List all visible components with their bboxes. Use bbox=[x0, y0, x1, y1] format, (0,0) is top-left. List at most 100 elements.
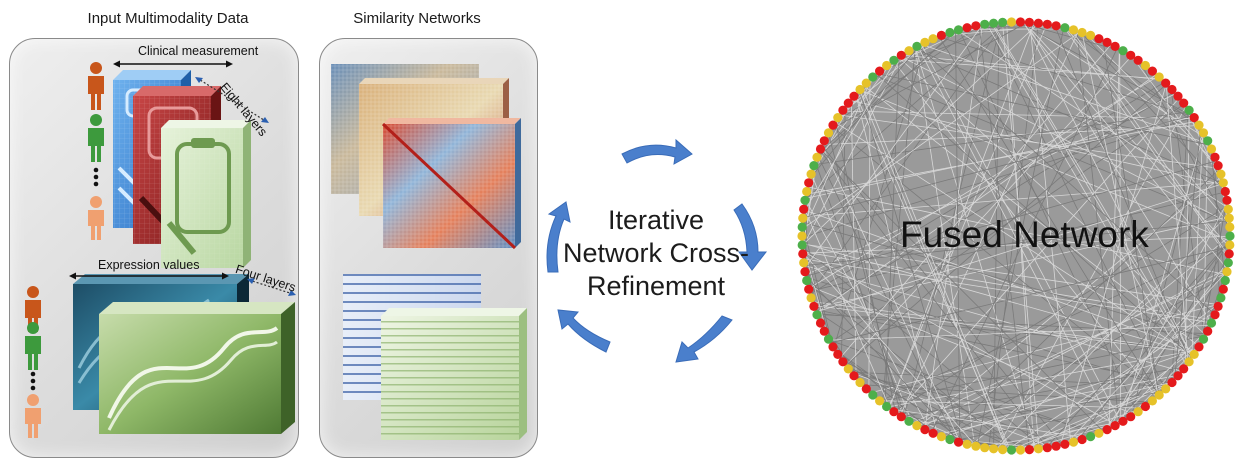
network-edge bbox=[917, 45, 1216, 315]
network-node bbox=[1094, 34, 1104, 44]
network-edge bbox=[1022, 384, 1171, 451]
network-node bbox=[1006, 17, 1017, 27]
network-edge bbox=[1109, 201, 1228, 429]
network-node bbox=[1033, 444, 1043, 454]
network-node bbox=[843, 364, 853, 374]
network-edge bbox=[978, 25, 1030, 450]
network-edge bbox=[801, 22, 1039, 246]
network-node bbox=[828, 120, 838, 130]
network-edge bbox=[804, 220, 1230, 266]
network-node bbox=[904, 46, 914, 56]
network-node bbox=[1060, 23, 1070, 33]
network-node bbox=[1222, 267, 1232, 277]
network-edge bbox=[839, 44, 1112, 359]
network-edge bbox=[986, 23, 1187, 366]
four-layers-arrow bbox=[247, 278, 296, 296]
network-node bbox=[868, 390, 878, 400]
expression-values-arrow bbox=[69, 272, 229, 280]
network-edge bbox=[914, 47, 976, 447]
network-node bbox=[838, 357, 848, 367]
network-edge bbox=[918, 391, 1163, 427]
network-node bbox=[1225, 222, 1235, 232]
network-node bbox=[1068, 25, 1079, 35]
network-edge bbox=[938, 36, 1160, 396]
network-node bbox=[815, 144, 826, 154]
network-edge bbox=[863, 85, 1200, 347]
network-edge bbox=[993, 22, 1000, 449]
network-node bbox=[797, 222, 807, 232]
network-node bbox=[799, 258, 809, 268]
iterative-refinement-label: Iterative Network Cross- Refinement bbox=[540, 204, 772, 303]
network-node bbox=[823, 334, 834, 344]
network-edge bbox=[879, 245, 1230, 402]
cycle-arrow-bottom-left bbox=[557, 309, 611, 353]
network-edge bbox=[818, 29, 958, 153]
network-node bbox=[912, 41, 922, 52]
cycle-arrow-left bbox=[546, 201, 571, 273]
network-node bbox=[1102, 425, 1112, 435]
network-node bbox=[980, 19, 990, 29]
network-edge bbox=[958, 29, 1138, 413]
expression-values-label: Expression values bbox=[98, 258, 200, 272]
network-node bbox=[889, 55, 899, 65]
network-edge bbox=[839, 114, 1220, 169]
network-node bbox=[1060, 439, 1070, 449]
network-edge bbox=[838, 38, 934, 117]
network-edge bbox=[920, 43, 1210, 145]
network-edge bbox=[876, 73, 1193, 358]
iterative-line-1: Iterative bbox=[607, 205, 705, 235]
network-node bbox=[861, 384, 871, 394]
network-node bbox=[800, 267, 810, 277]
network-edge bbox=[996, 106, 1187, 450]
network-node bbox=[1077, 434, 1087, 445]
network-node bbox=[1161, 78, 1171, 88]
network-node bbox=[833, 113, 843, 123]
network-node bbox=[1094, 428, 1104, 438]
network-edge bbox=[861, 87, 1011, 451]
network-edge bbox=[1016, 407, 1144, 451]
network-edge bbox=[895, 412, 1041, 449]
network-node bbox=[1216, 169, 1226, 179]
network-edge bbox=[976, 27, 1065, 447]
network-edge bbox=[893, 205, 1229, 412]
similarity-matrix-layer-green bbox=[381, 308, 527, 440]
network-edge bbox=[817, 155, 957, 442]
network-node bbox=[945, 27, 955, 38]
network-edge bbox=[809, 22, 1006, 295]
person-icon-green-bottom bbox=[25, 322, 41, 370]
network-node bbox=[809, 301, 819, 311]
network-node bbox=[945, 434, 955, 445]
network-edge bbox=[802, 181, 1224, 217]
network-node bbox=[1167, 377, 1177, 388]
network-edge bbox=[804, 24, 983, 269]
network-edge bbox=[816, 30, 955, 159]
network-node bbox=[1179, 98, 1189, 108]
network-node bbox=[1206, 144, 1217, 154]
network-node bbox=[1140, 401, 1150, 412]
network-node bbox=[971, 21, 981, 31]
network-node bbox=[1206, 318, 1217, 328]
person-icon-green-top bbox=[88, 114, 104, 162]
network-edge bbox=[862, 384, 1151, 403]
network-node bbox=[1222, 195, 1232, 205]
network-edge bbox=[814, 111, 1191, 165]
network-edge bbox=[801, 116, 1195, 238]
network-edge bbox=[992, 22, 1194, 357]
cycle-arrow-top bbox=[621, 138, 693, 165]
iterative-line-3: Refinement bbox=[586, 271, 726, 301]
network-edge bbox=[899, 31, 1079, 416]
network-node bbox=[833, 349, 843, 359]
network-node bbox=[1218, 284, 1228, 294]
network-node bbox=[1210, 310, 1220, 320]
network-edge bbox=[828, 339, 1097, 435]
network-edge bbox=[1122, 239, 1231, 422]
network-node bbox=[806, 293, 816, 303]
network-node bbox=[1225, 240, 1235, 250]
network-edge bbox=[936, 382, 1173, 436]
network-edge bbox=[918, 176, 1222, 428]
network-node bbox=[861, 78, 871, 88]
network-edge bbox=[802, 250, 1117, 426]
network-node bbox=[1110, 421, 1120, 431]
network-node bbox=[1147, 396, 1157, 406]
network-node bbox=[855, 377, 865, 388]
